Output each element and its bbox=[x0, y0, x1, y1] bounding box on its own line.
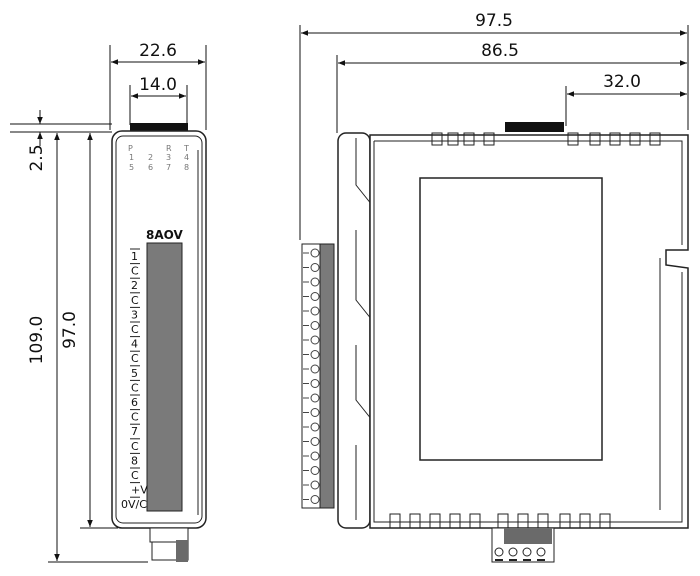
led-top-2: 2 bbox=[148, 153, 153, 162]
dim-label-2-5: 2.5 bbox=[27, 144, 47, 171]
terminal-screw bbox=[310, 451, 320, 461]
front-view: 22.6 14.0 2.5 109.0 97.0 bbox=[10, 41, 207, 563]
side-top-connector bbox=[505, 122, 564, 132]
led-letter-1: P bbox=[128, 144, 133, 153]
dim-label-86-5: 86.5 bbox=[481, 41, 519, 61]
terminal-label: 0V/C bbox=[121, 498, 147, 511]
terminal-screw bbox=[310, 306, 320, 316]
terminal-label: C bbox=[131, 440, 139, 453]
terminal-label: C bbox=[131, 352, 139, 365]
dim-side-connector-offset: 32.0 bbox=[565, 72, 687, 126]
side-label-window bbox=[419, 177, 603, 461]
terminal-screw bbox=[310, 263, 320, 272]
dim-top-offset: 2.5 bbox=[10, 110, 112, 172]
led-letter-4: T bbox=[183, 144, 189, 153]
terminal-label: 4 bbox=[131, 338, 138, 351]
terminal-label: C bbox=[131, 411, 139, 424]
dim-front-width: 22.6 bbox=[109, 41, 207, 130]
terminal-label: 5 bbox=[131, 367, 138, 380]
dim-front-top-width: 14.0 bbox=[129, 75, 188, 125]
terminal-screw bbox=[310, 393, 320, 403]
top-vent-slots bbox=[431, 132, 661, 146]
terminal-label: 8 bbox=[131, 454, 138, 467]
terminal-label: 7 bbox=[131, 425, 138, 438]
terminal-label: +V bbox=[131, 484, 148, 497]
terminal-label: 6 bbox=[131, 396, 138, 409]
terminal-screw bbox=[310, 437, 320, 446]
terminal-screw bbox=[310, 379, 320, 388]
dim-label-14-0: 14.0 bbox=[139, 75, 177, 95]
dim-label-109-0: 109.0 bbox=[27, 316, 47, 365]
dim-height-body: 97.0 bbox=[60, 133, 118, 529]
label-strip bbox=[146, 242, 183, 512]
terminal-screw bbox=[310, 466, 320, 475]
dim-height-total: 109.0 bbox=[27, 133, 148, 563]
terminal-label: C bbox=[131, 469, 139, 482]
led-top-1: 1 bbox=[129, 153, 134, 162]
led-letter-3: R bbox=[166, 144, 172, 153]
terminal-label: C bbox=[131, 323, 139, 336]
terminal-screw bbox=[310, 335, 320, 345]
terminal-screw bbox=[310, 408, 320, 417]
front-inner-border bbox=[115, 135, 203, 524]
terminal-screw bbox=[310, 350, 320, 359]
led-bottom-1: 5 bbox=[129, 163, 134, 172]
side-front-bezel bbox=[337, 132, 371, 529]
side-terminal-block bbox=[301, 243, 335, 509]
led-labels: P R T 1 2 3 4 5 6 7 8 bbox=[128, 144, 189, 172]
terminal-screw bbox=[310, 277, 320, 287]
terminal-label: 1 bbox=[131, 250, 138, 263]
front-top-connector bbox=[130, 123, 188, 132]
dim-label-32-0: 32.0 bbox=[603, 72, 641, 92]
terminal-label: 3 bbox=[131, 308, 138, 321]
terminal-label: C bbox=[131, 265, 139, 278]
led-bottom-4: 8 bbox=[184, 163, 189, 172]
led-top-3: 3 bbox=[166, 153, 171, 162]
led-bottom-2: 6 bbox=[148, 163, 153, 172]
terminal-screw bbox=[310, 480, 320, 490]
dim-side-depth-total: 97.5 bbox=[299, 11, 689, 240]
dim-label-97-0: 97.0 bbox=[60, 311, 80, 349]
led-bottom-3: 7 bbox=[166, 163, 171, 172]
terminal-screw bbox=[310, 321, 320, 330]
side-view: 97.5 86.5 32.0 bbox=[299, 11, 689, 563]
side-bottom-connector bbox=[491, 527, 555, 563]
terminal-screw bbox=[310, 422, 320, 432]
terminal-screw bbox=[310, 495, 320, 504]
terminal-screw bbox=[310, 248, 320, 258]
dim-side-depth-body: 86.5 bbox=[336, 41, 687, 133]
terminal-label: C bbox=[131, 381, 139, 394]
dim-label-97-5: 97.5 bbox=[475, 11, 513, 31]
led-top-4: 4 bbox=[184, 153, 189, 162]
front-bottom-connector bbox=[149, 527, 189, 562]
terminal-screw bbox=[310, 292, 320, 301]
terminal-label: C bbox=[131, 294, 139, 307]
model-label: 8AOV bbox=[146, 228, 184, 242]
dim-label-22-6: 22.6 bbox=[139, 41, 177, 61]
terminal-screw bbox=[310, 364, 320, 374]
terminal-label: 2 bbox=[131, 279, 138, 292]
